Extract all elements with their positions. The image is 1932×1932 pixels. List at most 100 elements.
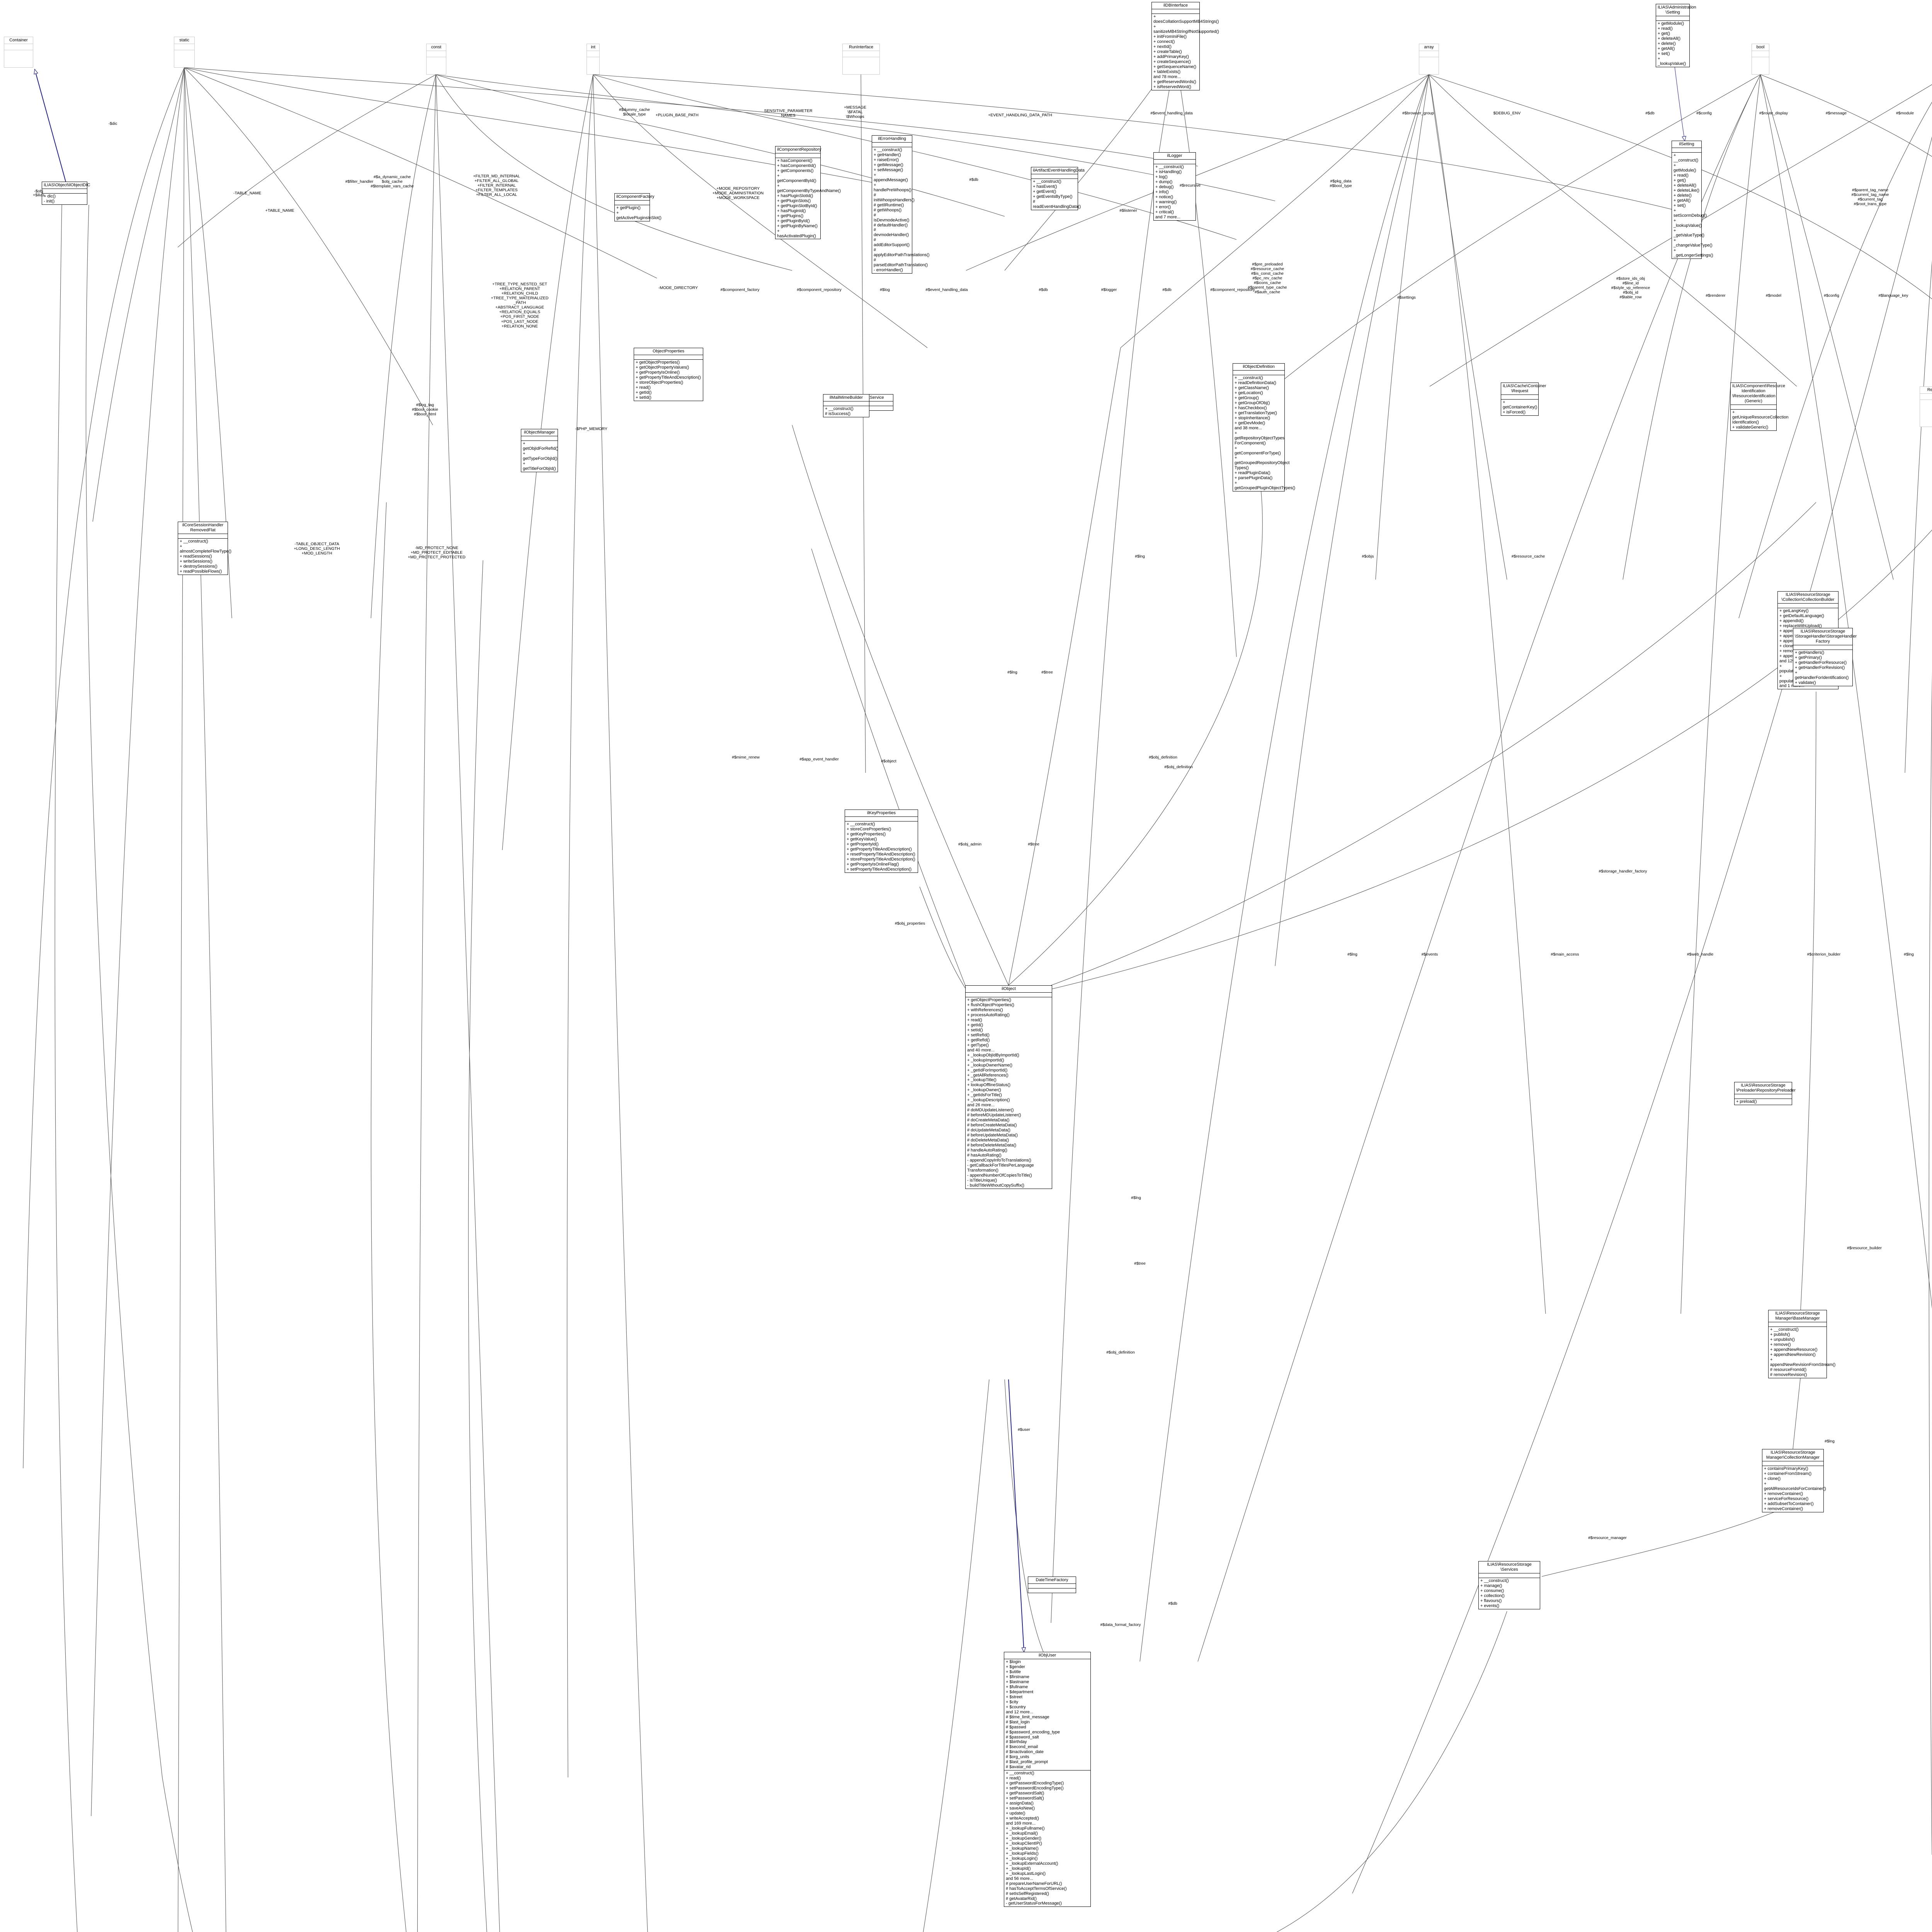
edge-label: #$resource_manager (1588, 1535, 1627, 1540)
class-node-attributes (1731, 405, 1776, 410)
edge-label: #$obj_definition (1164, 764, 1193, 769)
class-node-ilartifacteventhandlingdata[interactable]: ilArtifactEventHandlingData+ __construct… (1031, 167, 1085, 210)
edge-label: -TABLE_NAME (233, 190, 262, 196)
class-node-ilcoresessionhandlerremovedflat[interactable]: ilCoreSessionHandler RemovedFlat+ __cons… (178, 522, 231, 575)
class-node-ilobjcachecontainerpreload[interactable]: ILIAS\Cache\Container \Request+ getConta… (1501, 383, 1546, 416)
edge-label: #$resource_cache (1511, 554, 1545, 559)
class-node-attributes (1769, 1322, 1827, 1327)
class-node-iliasadminsetting[interactable]: ILIAS\Administration \Setting+ getModule… (1656, 4, 1696, 67)
class-node-illogger[interactable]: ilLogger+ __construct() + isHandling() +… (1153, 152, 1196, 221)
class-node-ilmailmimebuilder[interactable]: ilMailMimeBuilder+ __construct() # isSuc… (823, 394, 869, 417)
class-node-attributes (847, 401, 893, 406)
class-node-ilobj[interactable]: ilObject + getObjectProperties() + flushO… (965, 985, 1052, 1189)
class-node-runinterface[interactable]: RunInterface (842, 44, 880, 75)
edge-label: #$app_event_handler (799, 757, 839, 762)
edge-label: +EVENT_HANDLING_DATA_PATH (988, 112, 1052, 117)
class-node-ilobjectdic[interactable]: ILIAS\Object\ilObjectDIC+ dic() - init() (42, 182, 90, 205)
edge-label: #$obj_admin (958, 842, 982, 847)
class-node-operations: + getObjectProperties() + flushObjectPro… (967, 997, 1034, 1188)
class-node-ilresourcestorageservices[interactable]: ILIAS\ResourceStorage \Services+ __const… (1478, 1561, 1540, 1609)
class-node-ilresourcestoragerepositorypreloader[interactable]: ILIAS\ResourceStorage \Preloader\Reposit… (1734, 1082, 1796, 1105)
class-node-operations: + getModule() + read() + get() + deleteA… (1658, 21, 1686, 66)
edge-label: #$lng (1825, 1439, 1835, 1444)
class-node-operations: + getContainerKey() + isForced() (1503, 400, 1537, 415)
class-node-ilobjectproperties[interactable]: ObjectProperties + getObjectProperties() … (634, 348, 703, 401)
class-node-operations: + __construct() + hasEvent() + getEvent(… (1033, 179, 1081, 209)
edge-label: #$mime_renew (732, 755, 760, 760)
class-node-ilresourcestoragemanager[interactable]: ILIAS\ResourceStorage Manager\BaseManage… (1768, 1310, 1836, 1378)
class-node-int[interactable]: int (587, 44, 600, 75)
class-node-operations: + preload() (1736, 1099, 1757, 1104)
class-node-operations: + __construct() + publish() + unpublish(… (1770, 1327, 1836, 1377)
class-node-operations: + getUniqueResourceCollection Identifica… (1732, 410, 1789, 430)
class-node-attributes (615, 201, 650, 205)
class-node-ilcomponentfactory[interactable]: ilComponentFactory+ getPlugin() + getAct… (614, 193, 662, 221)
edge-label: #$a_dynamic_cache $obj_cache #$template_… (371, 174, 414, 189)
edge-label: #$pkg_data #$bool_type (1330, 179, 1352, 188)
class-node-title: ilObjectDefinition (1233, 364, 1284, 371)
class-node-attributes (845, 817, 918, 821)
class-node-ilobjectdefinition[interactable]: ilObjectDefinition+ __construct() + read… (1233, 363, 1295, 492)
class-node-title: ObjectProperties (634, 348, 703, 355)
class-node-title: ilLogger (1154, 153, 1196, 160)
class-node-container[interactable]: Container (4, 37, 33, 68)
edge-label: #$component_repository (1210, 287, 1255, 292)
class-node-const[interactable]: const (426, 44, 446, 75)
class-node-attributes (4, 44, 33, 50)
class-node-title: ILIAS\ResourceStorage \StorageHandler\St… (1793, 628, 1857, 645)
edge-label: #$obj_properties (895, 921, 925, 926)
class-node-bool[interactable]: bool (1752, 44, 1769, 75)
edge-label: #$object (881, 759, 896, 764)
class-node-ilkeyproperties[interactable]: ilKeyProperties+ __construct() + storeCo… (845, 810, 918, 873)
class-node-attributes (966, 993, 1052, 997)
class-node-static[interactable]: static (174, 37, 195, 68)
edge-label: #$lng (1131, 1195, 1141, 1200)
class-node-ildbinterface[interactable]: ilDBInterface+ doesCollationSupportMB4St… (1151, 2, 1219, 90)
class-node-ilcomponentrepository[interactable]: ilComponentRepository+ hasComponent() + … (775, 146, 841, 240)
class-node-iliascomponentcollectionmodal[interactable]: ILIAS\Component\Resource Identification … (1730, 383, 1789, 431)
edge-label: -TABLE_OBJECT_DATA +LONG_DESC_LENGTH +MO… (294, 541, 340, 556)
edge-label: #$criterion_builder (1807, 952, 1841, 957)
class-node-title: ilKeyProperties (845, 810, 918, 817)
class-node-operations: + getObjectProperties() + getObjectPrope… (636, 360, 701, 400)
class-node-ilsetting[interactable]: ilSetting+ __construct() + getModule() +… (1672, 141, 1713, 259)
edge-label: #$log_tag #$bool_cookie #$bool_html (412, 402, 438, 417)
class-node-operations (1920, 400, 1932, 406)
class-node-operations (1752, 57, 1769, 63)
class-node-array[interactable]: array (1419, 44, 1439, 75)
edge-label: +TABLE_NAME (265, 208, 294, 213)
edge-label: #$db (1168, 1601, 1177, 1606)
class-node-attributes (521, 436, 558, 441)
edge-label: #$route_display (1759, 111, 1788, 116)
edge-label: #$component_factory (720, 287, 760, 292)
class-node-operations: + __construct() + getHandler() + raiseEr… (874, 147, 930, 273)
edge-label: +$ilias (32, 192, 45, 197)
class-node-operations: + getObjIdForRefId() + getTypeForObjId()… (523, 441, 558, 471)
edge-label: #$config (1696, 111, 1712, 116)
class-node-title: ILIAS\ResourceStorage Manager\Collection… (1762, 1449, 1823, 1461)
edge-label: #$obj_definition (1106, 1350, 1135, 1355)
class-node-ilresourcestoragemanagercollection[interactable]: ILIAS\ResourceStorage Manager\Collection… (1762, 1449, 1826, 1512)
class-node-ilresourcestoragestorage[interactable]: ILIAS\ResourceStorage \StorageHandler\St… (1793, 628, 1857, 686)
edge-label: #$event_handling_data (1150, 111, 1193, 116)
edge-label: +FILTER_MD_INTERNAL +FILTER_ALL_GLOBAL +… (473, 173, 520, 197)
class-node-ilobjectmanager[interactable]: ilObjectManager+ getObjIdForRefId() + ge… (521, 429, 558, 472)
class-node-operations: + __construct() # isSuccess() (825, 406, 854, 416)
edge-label: #$module (1896, 111, 1914, 116)
edge-label: #$log (880, 287, 890, 292)
class-node-ilrepository[interactable]: Repository (1920, 386, 1932, 427)
edge-label: #$db (969, 177, 978, 182)
class-node-operations (1419, 57, 1439, 63)
class-node-title: ILIAS\ResourceStorage \Services (1479, 1561, 1540, 1573)
class-node-ilobjuser[interactable]: ilObjUser+ $login + $gender + $utitle + … (1004, 1652, 1091, 1907)
class-node-title: ilObject (966, 986, 1052, 993)
class-node-title: ILIAS\Object\ilObjectDIC (42, 182, 90, 189)
edge-label: #$dummy_cache $locale_type (619, 107, 650, 117)
class-node-attributes (1656, 16, 1689, 21)
class-node-operations (843, 57, 879, 63)
class-node-datetimefactory[interactable]: DateTimeFactory (1028, 1577, 1076, 1593)
class-node-title: RunInterface (843, 44, 879, 51)
class-node-attributes (42, 189, 87, 194)
class-node-ilerrorhandling[interactable]: ilErrorHandling+ __construct() + getHand… (872, 135, 930, 274)
